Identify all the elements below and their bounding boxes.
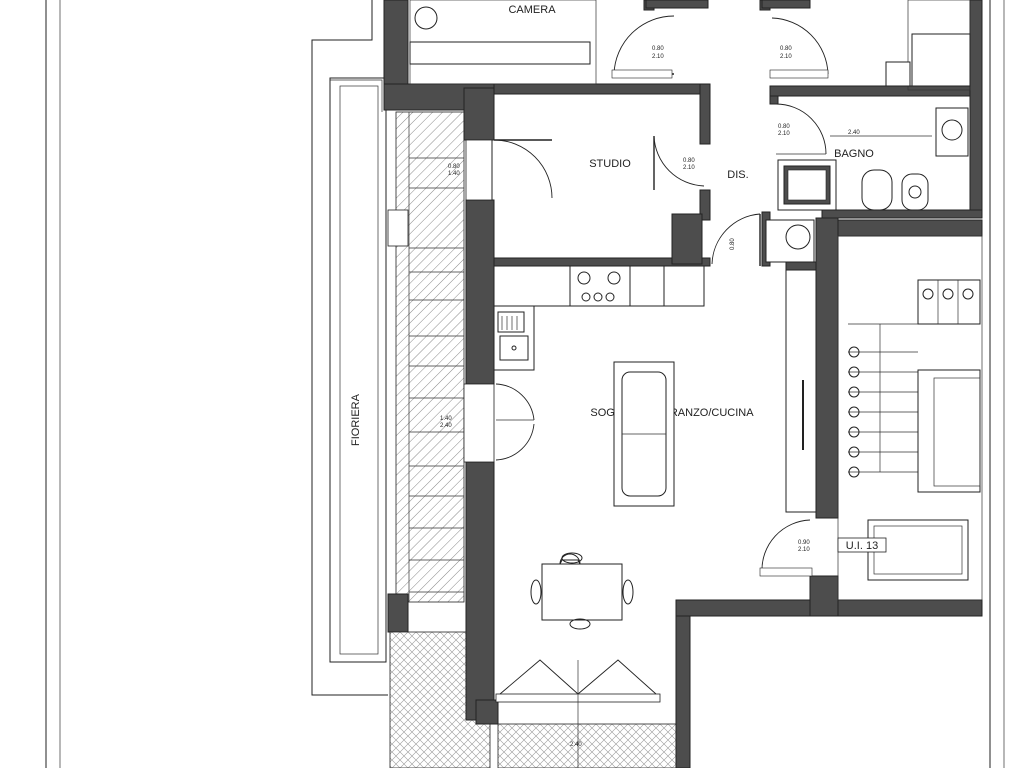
ingresso-door-w: 0.90 [798,540,810,546]
studio-window-w: 0.80 [448,164,460,170]
studio-label: STUDIO [589,158,631,170]
ingresso-door-h: 2.10 [798,547,810,553]
camera-left-door-h: 2.10 [652,54,664,60]
dis-corridor: DIS. 0.80 2.10 0.80 [653,135,761,266]
studio-door-h: 2.10 [683,165,695,171]
dis-label: DIS. [727,169,748,181]
dis-door-w: 0.80 [730,238,736,250]
kitchen [493,265,705,371]
studio-window-h: 1.40 [448,171,460,177]
bagno-room: BAGNO 0.80 2.10 2.40 [765,103,969,263]
outer-outline [311,0,388,696]
fioriera-label: FIORIERA [350,393,362,446]
camera-room: CAMERA [409,0,971,91]
page-frame [45,0,1005,768]
balcony-door-dim: 2.40 [570,742,582,748]
soggiorno-window-h: 2.40 [440,423,452,429]
studio-door-w: 0.80 [683,158,695,164]
soggiorno-window-w: 1.40 [440,416,452,422]
stair-core: U.I. 13 [837,235,983,601]
bagno-window-dim: 2.40 [848,130,860,136]
camera-doors: 0.80 2.10 0.80 2.10 [611,15,829,79]
walls [383,0,983,768]
ui-label: U.I. 13 [846,540,878,552]
camera-right-door-w: 0.80 [780,46,792,52]
studio-room: STUDIO 0.80 1.40 [448,139,631,201]
bagno-door-h: 2.10 [778,131,790,137]
camera-label: CAMERA [508,4,556,16]
bagno-door-w: 0.80 [778,124,790,130]
soggiorno-room: SOGGIORNO/PRANZO/CUCINA 1.40 2.40 0.90 2… [440,269,817,768]
camera-right-door-h: 2.10 [780,54,792,60]
balcony [387,111,687,768]
camera-left-door-w: 0.80 [652,46,664,52]
bagno-label: BAGNO [834,148,874,160]
